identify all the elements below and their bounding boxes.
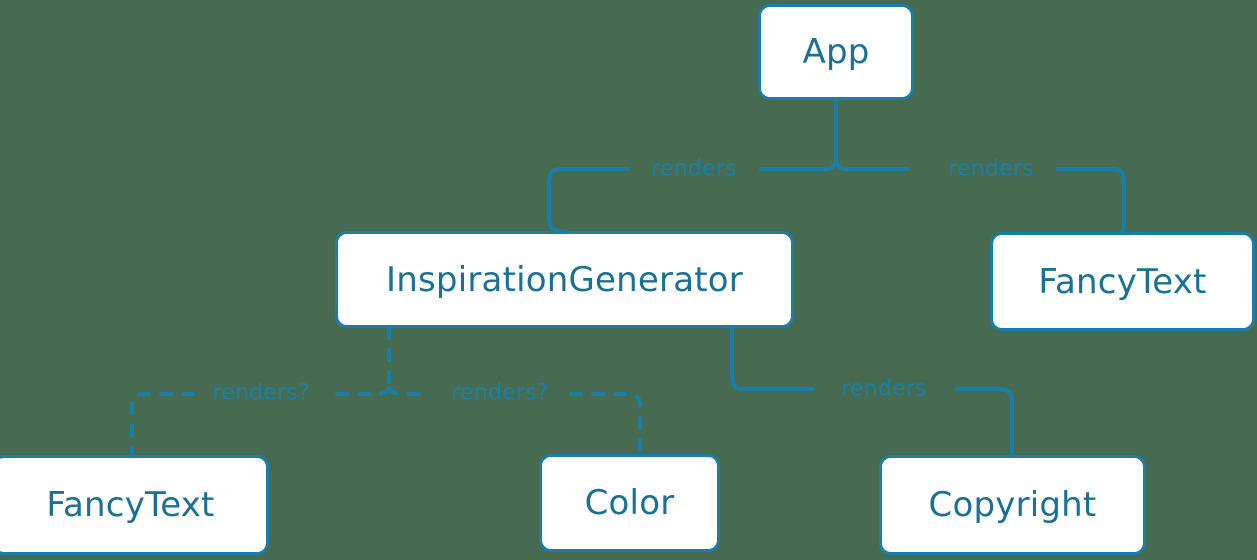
edge-label-inspiration-copyright: renders <box>841 376 927 402</box>
node-label: FancyText <box>46 485 215 525</box>
edge-label-inspiration-fancytext: renders? <box>212 380 310 406</box>
node-label: FancyText <box>1038 261 1207 302</box>
node-label: InspirationGenerator <box>386 259 743 300</box>
edge-label-app-fancytext: renders <box>948 156 1034 182</box>
node-fancytext-bottom[interactable]: FancyText <box>0 455 269 555</box>
node-label: Color <box>584 483 675 523</box>
node-label: App <box>802 32 870 72</box>
node-color[interactable]: Color <box>539 454 720 552</box>
node-app[interactable]: App <box>758 4 914 100</box>
edge-app-fancytext <box>834 156 1126 234</box>
node-inspirationgenerator[interactable]: InspirationGenerator <box>335 231 794 328</box>
edge-label-inspiration-color: renders? <box>451 380 549 406</box>
node-label: Copyright <box>928 485 1097 525</box>
node-fancytext-top[interactable]: FancyText <box>990 232 1255 331</box>
edge-inspiration-color <box>387 386 642 456</box>
node-copyright[interactable]: Copyright <box>879 455 1146 555</box>
edge-inspiration-copyright <box>730 326 1014 457</box>
edge-label-app-inspiration: renders <box>651 156 737 182</box>
